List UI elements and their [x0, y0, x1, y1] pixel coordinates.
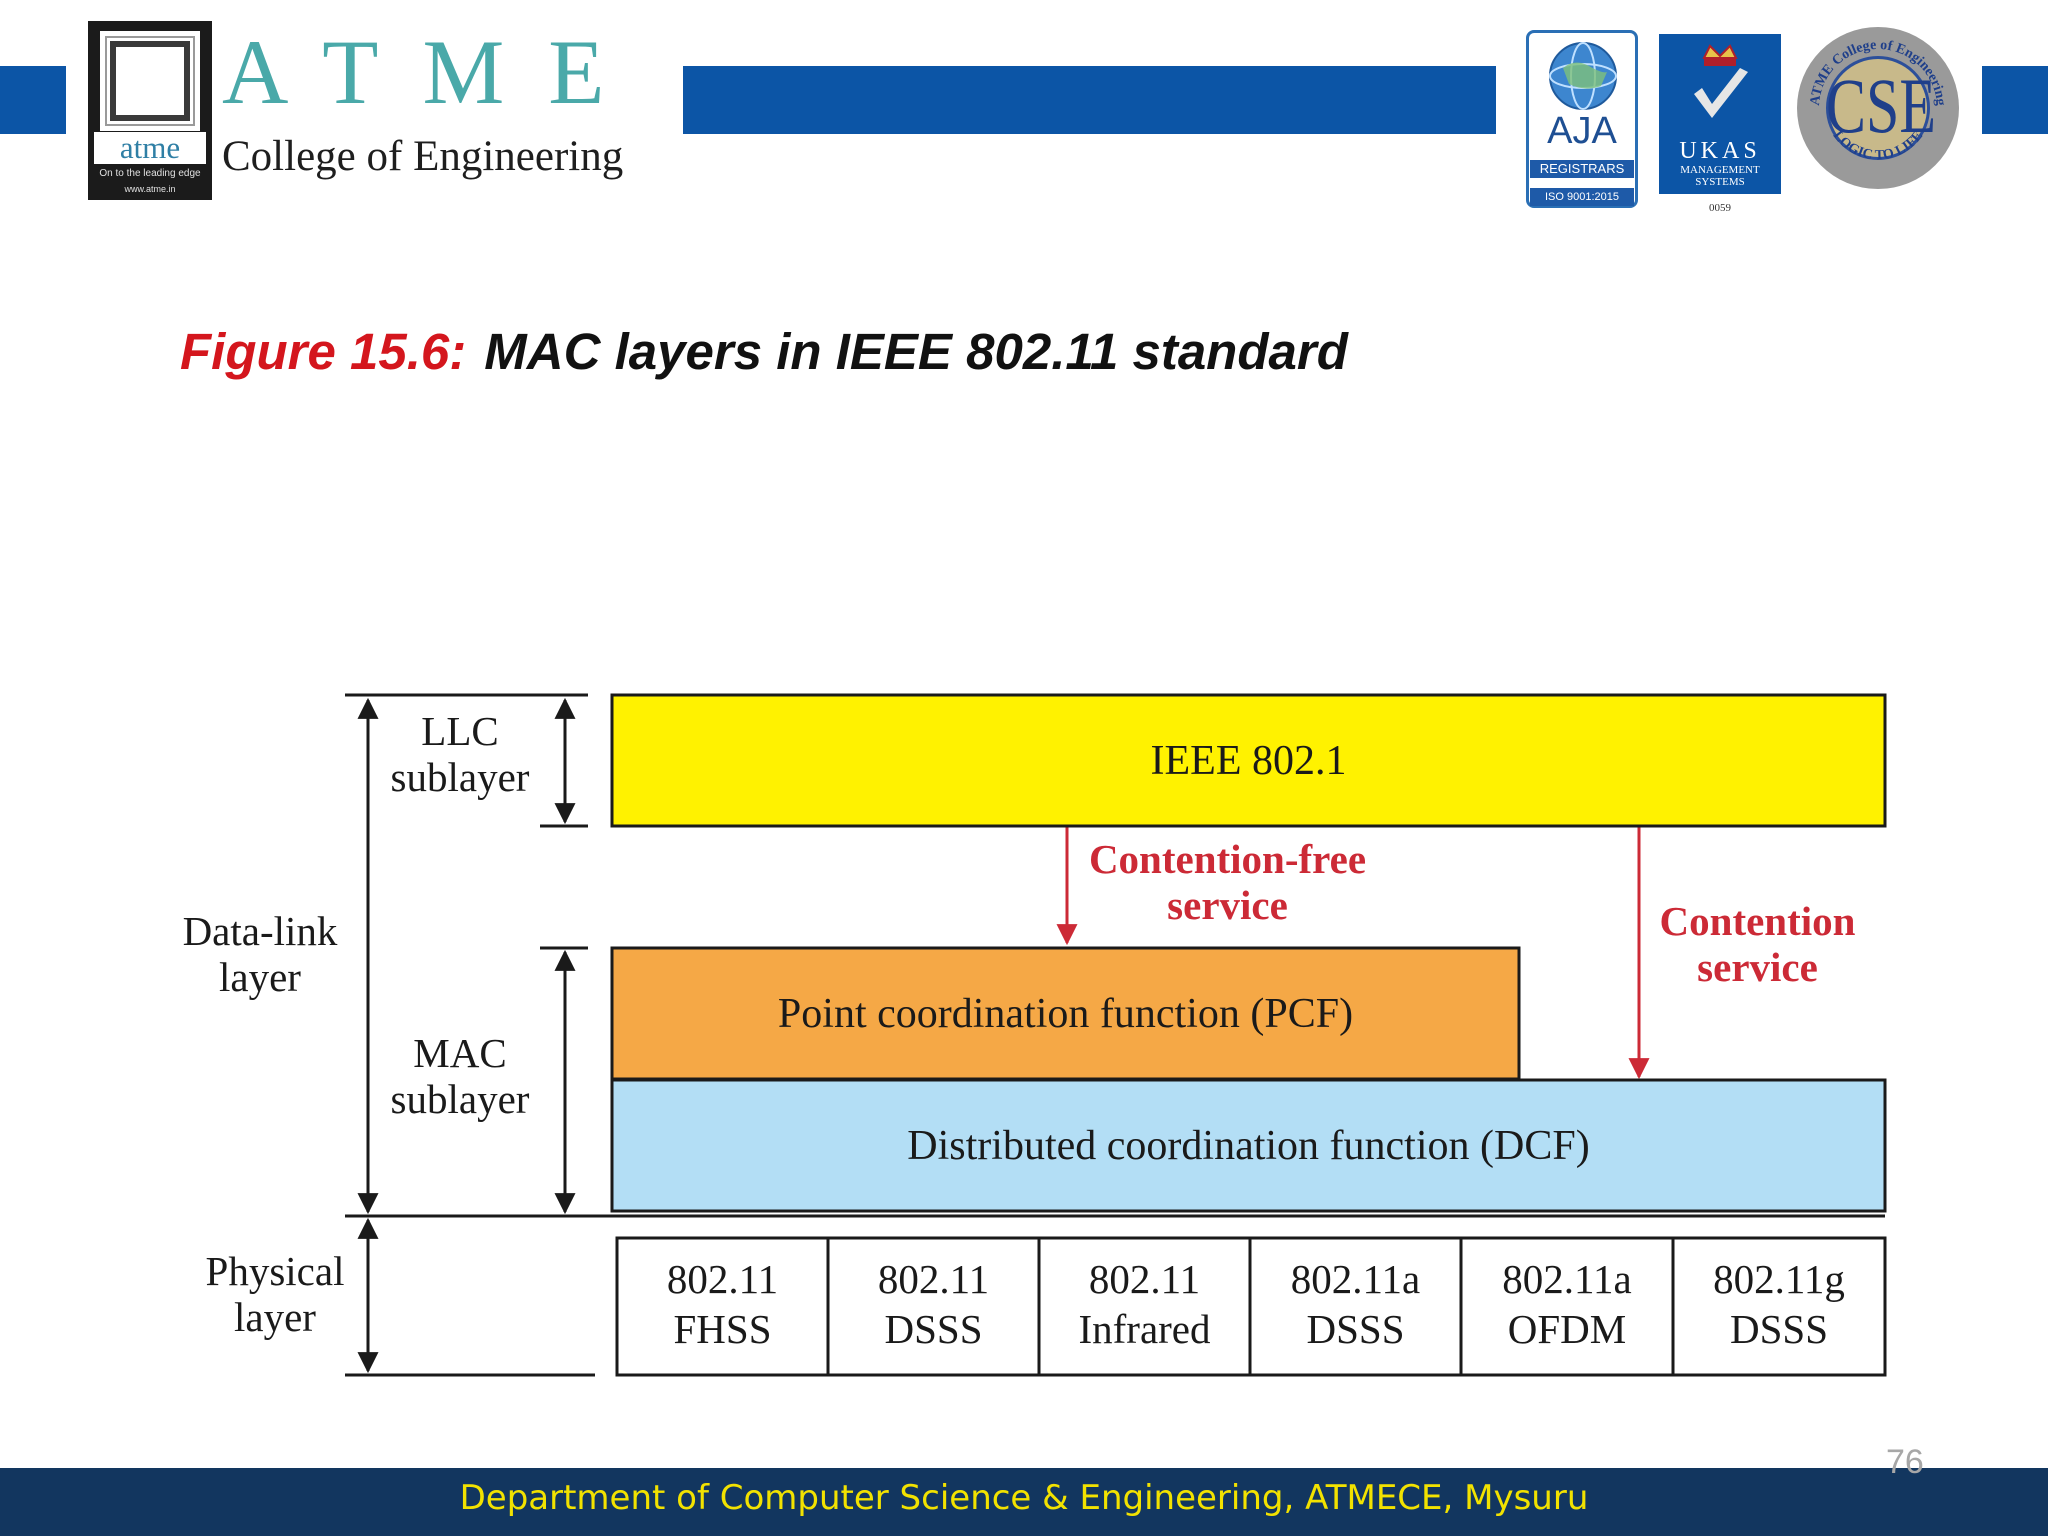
header-bar-left: [0, 66, 66, 134]
llc-label-line1: LLC: [421, 708, 499, 754]
aja-badge-subtitle: REGISTRARS: [1530, 160, 1634, 178]
physical-cell-line1: 802.11: [1088, 1256, 1201, 1302]
physical-cell-line2: Infrared: [1078, 1306, 1211, 1352]
figure-title: Figure 15.6: MAC layers in IEEE 802.11 st…: [180, 322, 1348, 381]
crown-check-icon: [1694, 44, 1748, 118]
datalink-label-line2: layer: [219, 954, 301, 1000]
physical-cell-line2: DSSS: [884, 1306, 983, 1352]
ukas-badge-subtitle: MANAGEMENT: [1680, 164, 1760, 176]
dcf-box: Distributed coordination function (DCF): [907, 1122, 1590, 1169]
physical-cell-line2: DSSS: [1306, 1306, 1405, 1352]
physical-cell: 802.11a DSSS: [1250, 1256, 1461, 1352]
contention-service-label: Contention service: [1635, 898, 1880, 990]
figure-caption: MAC layers in IEEE 802.11 standard: [484, 323, 1348, 380]
physical-layer-label: Physical layer: [180, 1248, 370, 1340]
contention-line2: service: [1697, 944, 1818, 990]
llc-sublayer-label: LLC sublayer: [370, 708, 550, 800]
college-logo-word: atme: [94, 132, 206, 164]
physical-cell-line1: 802.11a: [1502, 1256, 1632, 1302]
physical-cell-line1: 802.11: [877, 1256, 990, 1302]
dcf-box-shape: [610, 1078, 1887, 1213]
college-logo-url: www.atme.in: [124, 184, 176, 194]
globe-icon: [1549, 42, 1617, 110]
physical-cell: 802.11 FHSS: [617, 1256, 828, 1352]
mac-label-line2: sublayer: [390, 1076, 530, 1122]
physical-label-line1: Physical: [205, 1248, 345, 1294]
contention-free-line1: Contention-free: [1088, 836, 1367, 882]
llc-label-line2: sublayer: [390, 754, 530, 800]
contention-line1: Contention: [1659, 898, 1856, 944]
physical-cell-line2: FHSS: [673, 1306, 772, 1352]
ukas-badge-subtitle-2: SYSTEMS: [1695, 176, 1745, 188]
physical-cell-line1: 802.11: [666, 1256, 779, 1302]
aja-badge-title: AJA: [1547, 110, 1617, 152]
datalink-layer-label: Data-link layer: [160, 908, 360, 1000]
college-logo-tagline: On to the leading edge: [99, 168, 201, 179]
physical-cell-line2: DSSS: [1729, 1306, 1828, 1352]
physical-cell: 802.11a OFDM: [1461, 1256, 1673, 1352]
pcf-box: Point coordination function (PCF): [777, 990, 1354, 1037]
aja-badge-iso: ISO 9001:2015: [1530, 188, 1634, 206]
mac-label-line1: MAC: [413, 1030, 507, 1076]
ukas-badge-code: 0059: [1709, 202, 1731, 214]
brand-letters: ATME: [222, 21, 649, 123]
ieee-box-shape: [610, 693, 1887, 828]
footer-text: Department of Computer Science & Enginee…: [459, 1478, 1589, 1518]
physical-cell-line1: 802.11g: [1713, 1256, 1845, 1302]
header-bar-middle: [683, 66, 1496, 134]
contention-free-line2: service: [1167, 882, 1288, 928]
physical-cell: 802.11 DSSS: [828, 1256, 1039, 1352]
footer-bar: [0, 1468, 2048, 1536]
college-logo-square: [105, 36, 195, 126]
mac-sublayer-label: MAC sublayer: [370, 1030, 550, 1122]
physical-cell: 802.11 Infrared: [1039, 1256, 1250, 1352]
cse-seal-ring-text: ATME College of Engineering LOGIC TO LIF…: [1808, 38, 1948, 163]
contention-free-service-label: Contention-free service: [1060, 836, 1395, 928]
physical-cell: 802.11g DSSS: [1673, 1256, 1885, 1352]
physical-cell-line2: OFDM: [1507, 1306, 1627, 1352]
brand-subtitle: College of Engineering: [222, 133, 624, 180]
ukas-badge-title: UKAS: [1679, 138, 1761, 164]
figure-number: Figure 15.6:: [180, 323, 467, 380]
header-bar-right: [1982, 66, 2048, 134]
physical-label-line2: layer: [234, 1294, 316, 1340]
datalink-label-line1: Data-link: [182, 908, 338, 954]
cse-seal-label: CSE: [1826, 62, 1937, 149]
slide-number: 76: [1886, 1443, 1924, 1481]
physical-cell-line1: 802.11a: [1290, 1256, 1421, 1302]
ieee-box: IEEE 802.1: [1150, 737, 1347, 784]
cse-seal-center: [1826, 56, 1930, 160]
